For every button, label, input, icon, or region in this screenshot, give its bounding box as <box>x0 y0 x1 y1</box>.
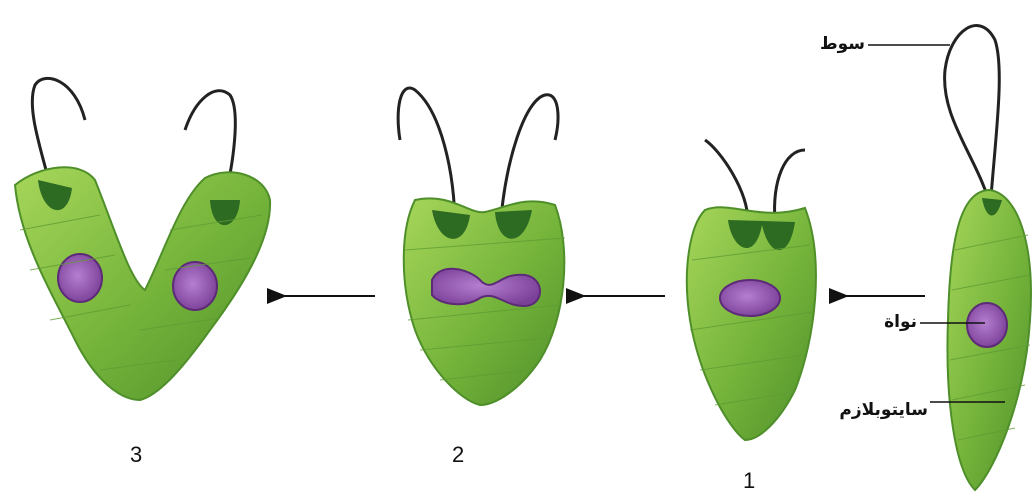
nucleus <box>967 303 1007 347</box>
stage-number: 2 <box>452 442 464 468</box>
euglena-stage-3 <box>15 78 270 400</box>
cell-body <box>404 198 565 405</box>
euglena-stage-2 <box>398 88 565 405</box>
nucleus <box>173 262 217 310</box>
stage-number: 3 <box>130 442 142 468</box>
flagellum <box>945 26 1000 212</box>
stage-number: 1 <box>743 468 755 494</box>
flagellum-label: سوط <box>805 34 865 54</box>
cytoplasm-label: سايتوبلازم <box>800 400 928 420</box>
nucleus <box>720 280 780 316</box>
euglena-labelled <box>945 26 1031 490</box>
nucleus-label: نواة <box>855 312 917 332</box>
euglena-stage-1 <box>687 140 816 440</box>
